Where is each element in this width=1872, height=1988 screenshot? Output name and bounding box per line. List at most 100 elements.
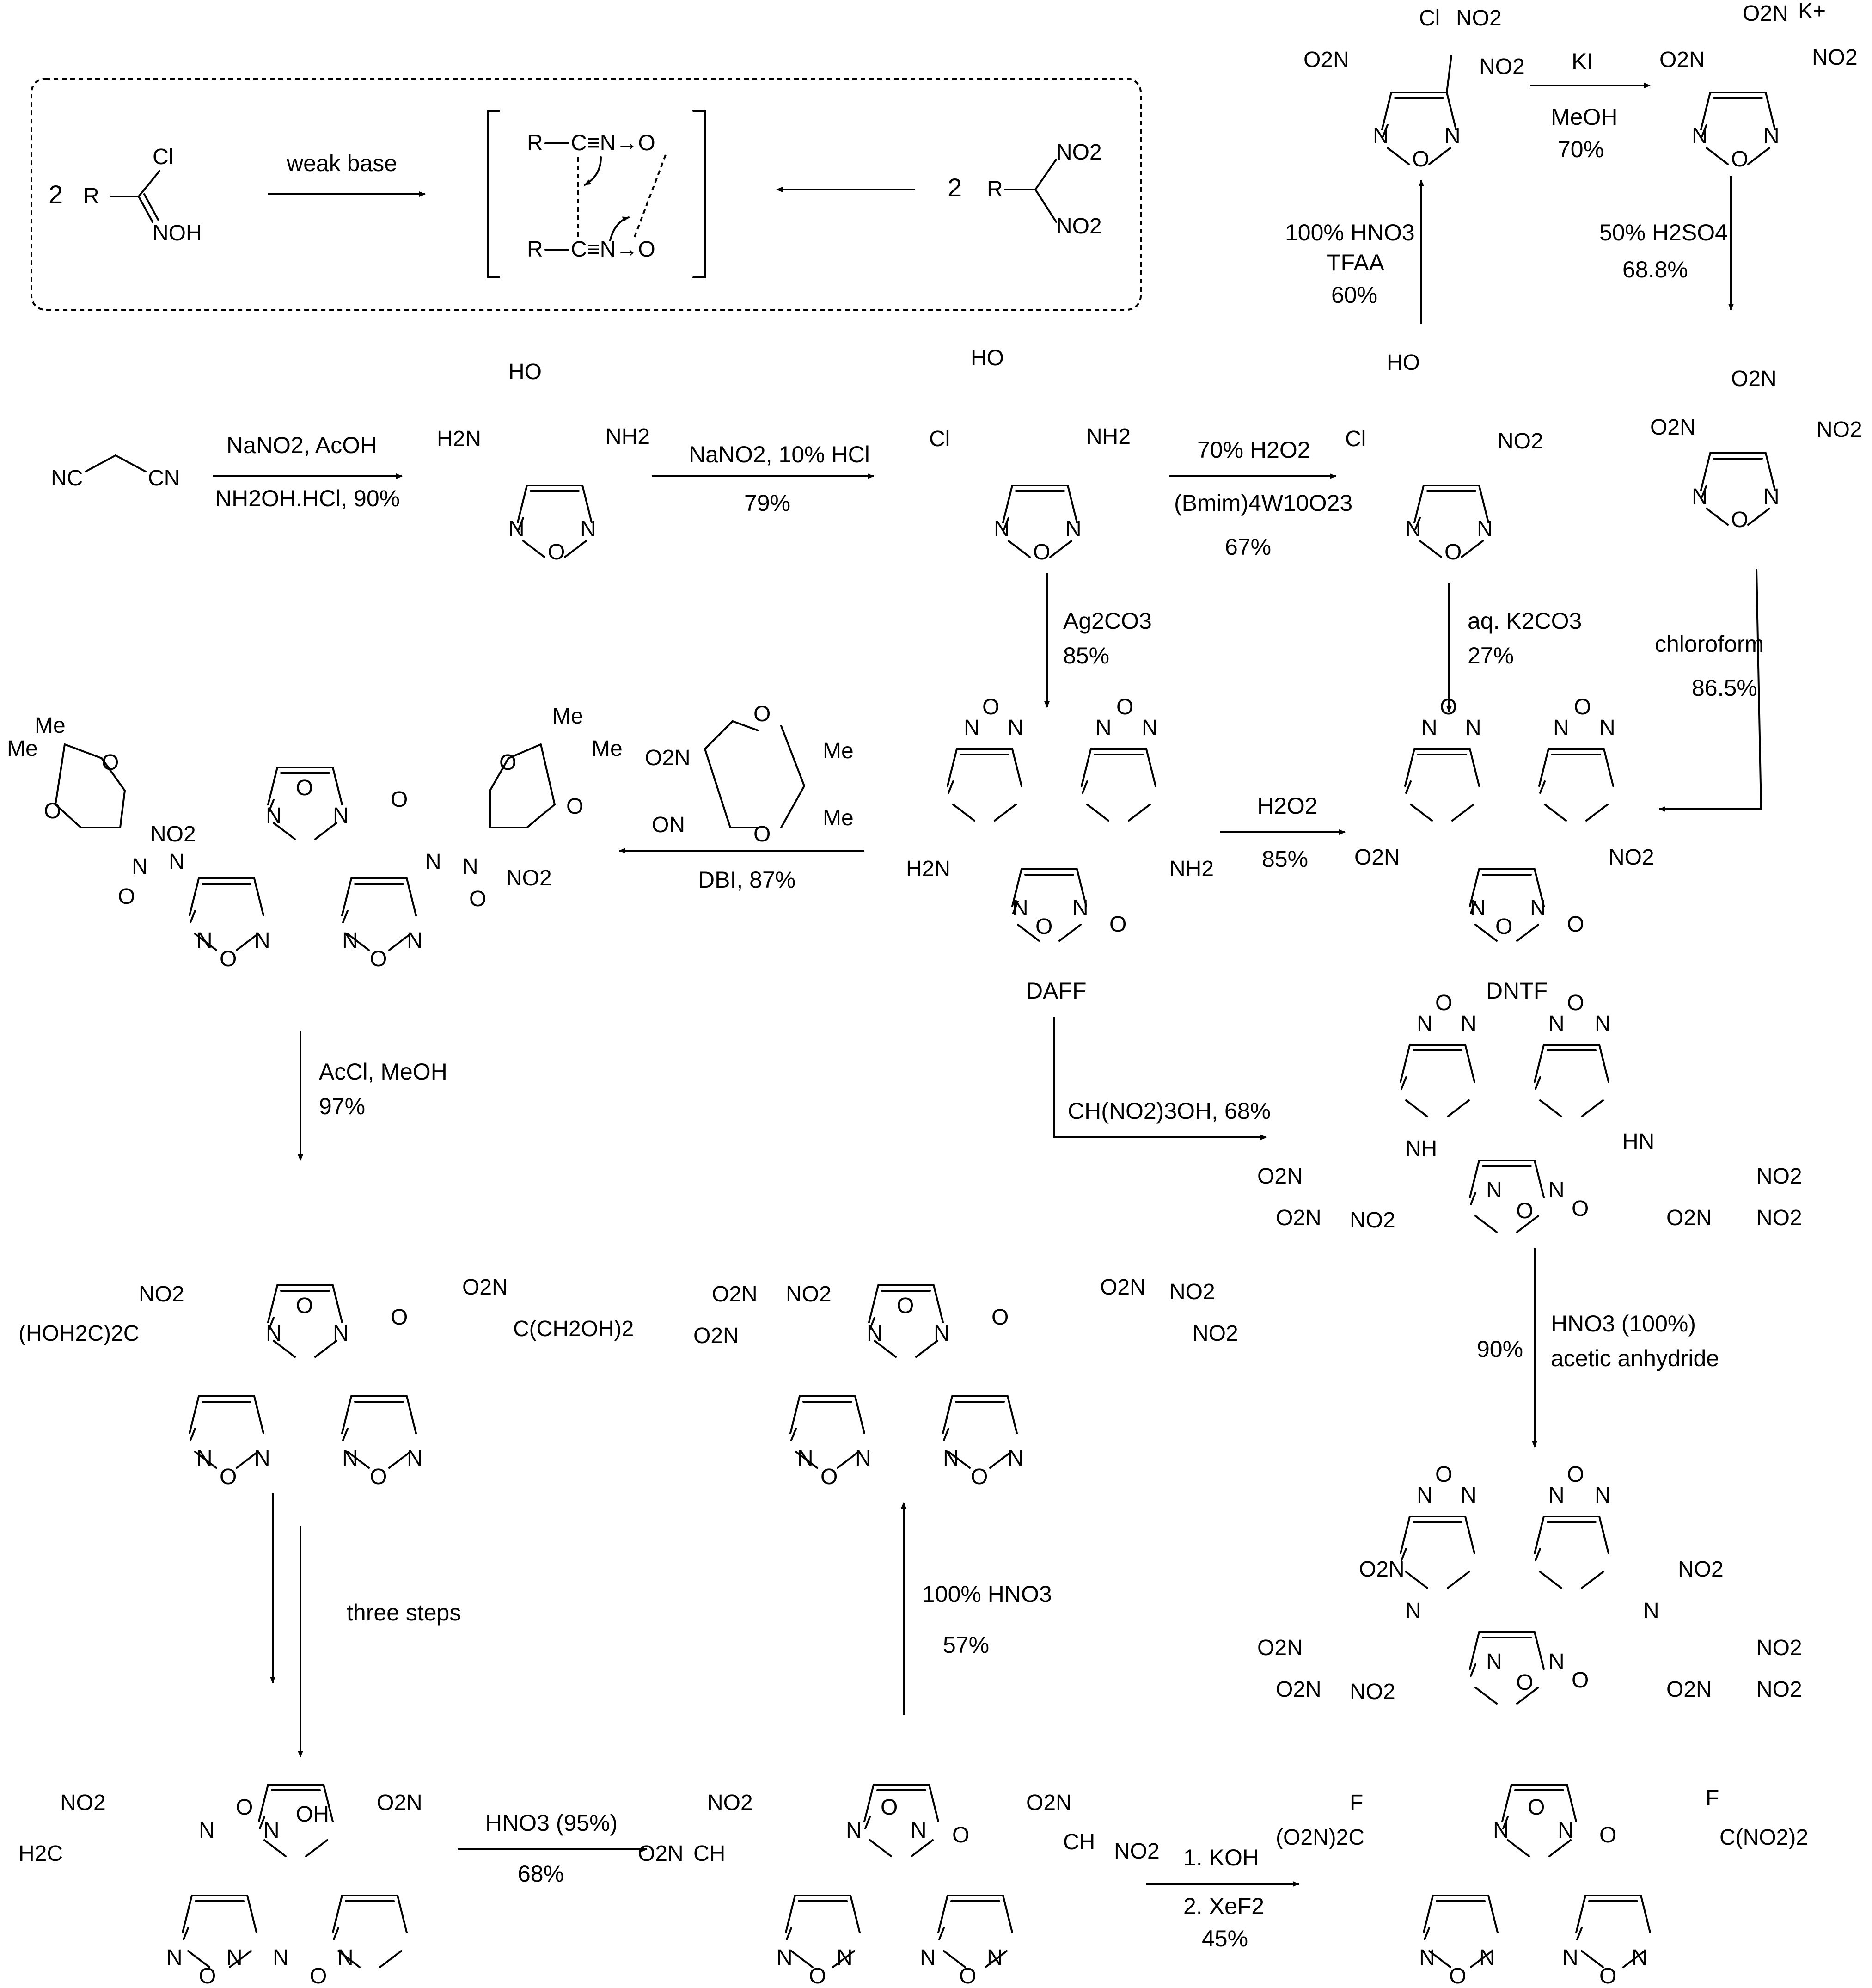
atom-label: N <box>934 1321 950 1346</box>
atom-label: N <box>1065 517 1082 541</box>
atom-label: NH2 <box>1169 857 1214 881</box>
atom-label: N <box>994 517 1010 541</box>
bond-line <box>692 110 706 278</box>
atom-label: N <box>1486 1178 1502 1203</box>
atom-label: N <box>1444 124 1461 148</box>
atom-label: N <box>797 1446 814 1471</box>
atom-label: R <box>527 237 543 262</box>
atom-label: N <box>1477 517 1493 541</box>
atom-label: CH <box>1063 1830 1095 1854</box>
atom-label: 50% H2SO4 <box>1599 220 1728 245</box>
atom-label: N <box>1763 485 1780 509</box>
atom-label: NO2 <box>150 822 196 847</box>
bond-line <box>1081 748 1156 822</box>
atom-label: N <box>508 517 525 541</box>
atom-label: N <box>337 1945 354 1970</box>
atom-label: NO2 <box>1756 1206 1802 1230</box>
atom-label: N <box>1548 1483 1565 1508</box>
atom-label: O <box>952 1823 969 1847</box>
atom-label: O <box>1495 914 1512 939</box>
atom-label: O2N <box>638 1841 684 1866</box>
bond-line <box>632 154 667 241</box>
atom-label: NaNO2, AcOH <box>226 432 377 458</box>
atom-label: NO2 <box>1756 1164 1802 1189</box>
atom-label: HO <box>1387 350 1420 375</box>
atom-label: NO2 <box>1756 1636 1802 1660</box>
atom-label: O2N <box>1026 1791 1072 1815</box>
bond-line <box>584 156 602 186</box>
atom-label: N <box>333 1321 349 1346</box>
atom-label: CN <box>148 466 180 491</box>
atom-label: NO2 <box>1350 1208 1395 1233</box>
atom-label: N <box>1417 1483 1433 1508</box>
bond-line <box>138 196 153 223</box>
atom-label: N <box>266 804 282 828</box>
atom-label: H2C <box>18 1841 63 1866</box>
atom-label: O <box>220 1465 237 1489</box>
atom-label: O2N <box>712 1282 758 1307</box>
atom-label: OH <box>296 1802 329 1827</box>
bond-line <box>115 454 147 472</box>
atom-label: Cl <box>1419 6 1440 31</box>
atom-label: CH <box>693 1841 725 1866</box>
atom-label: HNO3 (95%) <box>485 1810 618 1836</box>
atom-label: 97% <box>319 1093 365 1119</box>
atom-label: O <box>1435 1462 1452 1487</box>
atom-label: N <box>1421 716 1438 740</box>
atom-label: O <box>1440 695 1457 719</box>
atom-label: O <box>1572 1196 1589 1221</box>
atom-label: N <box>1632 1945 1648 1970</box>
atom-label: O <box>1035 914 1052 939</box>
atom-label: NC <box>51 466 83 491</box>
atom-label: O <box>1435 991 1452 1015</box>
atom-label: O <box>370 1465 387 1489</box>
atom-label: O <box>971 1465 988 1489</box>
atom-label: NO2 <box>506 866 552 890</box>
bond-line <box>1034 159 1057 190</box>
atom-label: O <box>881 1795 898 1820</box>
atom-label: N <box>196 928 213 953</box>
atom-label: N <box>1461 1483 1477 1508</box>
bond-line <box>947 748 1022 822</box>
atom-label: O2N <box>1743 1 1788 26</box>
atom-label: O <box>991 1305 1009 1330</box>
atom-label: O <box>1574 695 1591 719</box>
atom-label: 27% <box>1468 643 1514 669</box>
inset-NO2-a: NO2 <box>1056 140 1102 165</box>
atom-label: 86.5% <box>1692 675 1757 701</box>
atom-label: HN <box>1622 1129 1654 1154</box>
atom-label: N <box>1405 517 1421 541</box>
atom-label: O <box>1516 1199 1533 1223</box>
atom-label: N <box>1461 1012 1477 1036</box>
atom-label: N <box>166 1945 183 1970</box>
atom-label: N <box>462 854 478 879</box>
atom-label: O <box>370 947 387 971</box>
inset-nitrile-oxide-bottom: C≡N→O <box>571 237 655 262</box>
atom-label: O <box>1444 540 1462 564</box>
atom-label: N <box>911 1818 927 1843</box>
mechanism-inset-box <box>31 78 1142 311</box>
atom-label: 70% <box>1558 136 1604 162</box>
atom-label: N <box>837 1945 853 1970</box>
atom-label: O2N <box>645 746 691 770</box>
atom-label: (O2N)2C <box>1276 1825 1364 1850</box>
atom-label: N <box>1012 896 1028 920</box>
atom-label: O <box>809 1964 826 1988</box>
atom-label: O <box>566 794 583 819</box>
atom-label: TFAA <box>1327 250 1385 276</box>
atom-label: O2N <box>1666 1206 1712 1230</box>
bond-line <box>609 216 630 241</box>
atom-label: N <box>254 928 270 953</box>
atom-label: chloroform <box>1655 631 1764 657</box>
atom-label: O <box>118 884 135 909</box>
atom-label: O <box>820 1465 838 1489</box>
inset-NOH: NOH <box>153 221 202 245</box>
atom-label: O <box>1109 912 1126 937</box>
atom-label: (HOH2C)2C <box>18 1321 139 1346</box>
atom-label: O <box>1731 508 1748 532</box>
atom-label: 57% <box>943 1632 989 1658</box>
atom-label: 60% <box>1331 282 1377 308</box>
